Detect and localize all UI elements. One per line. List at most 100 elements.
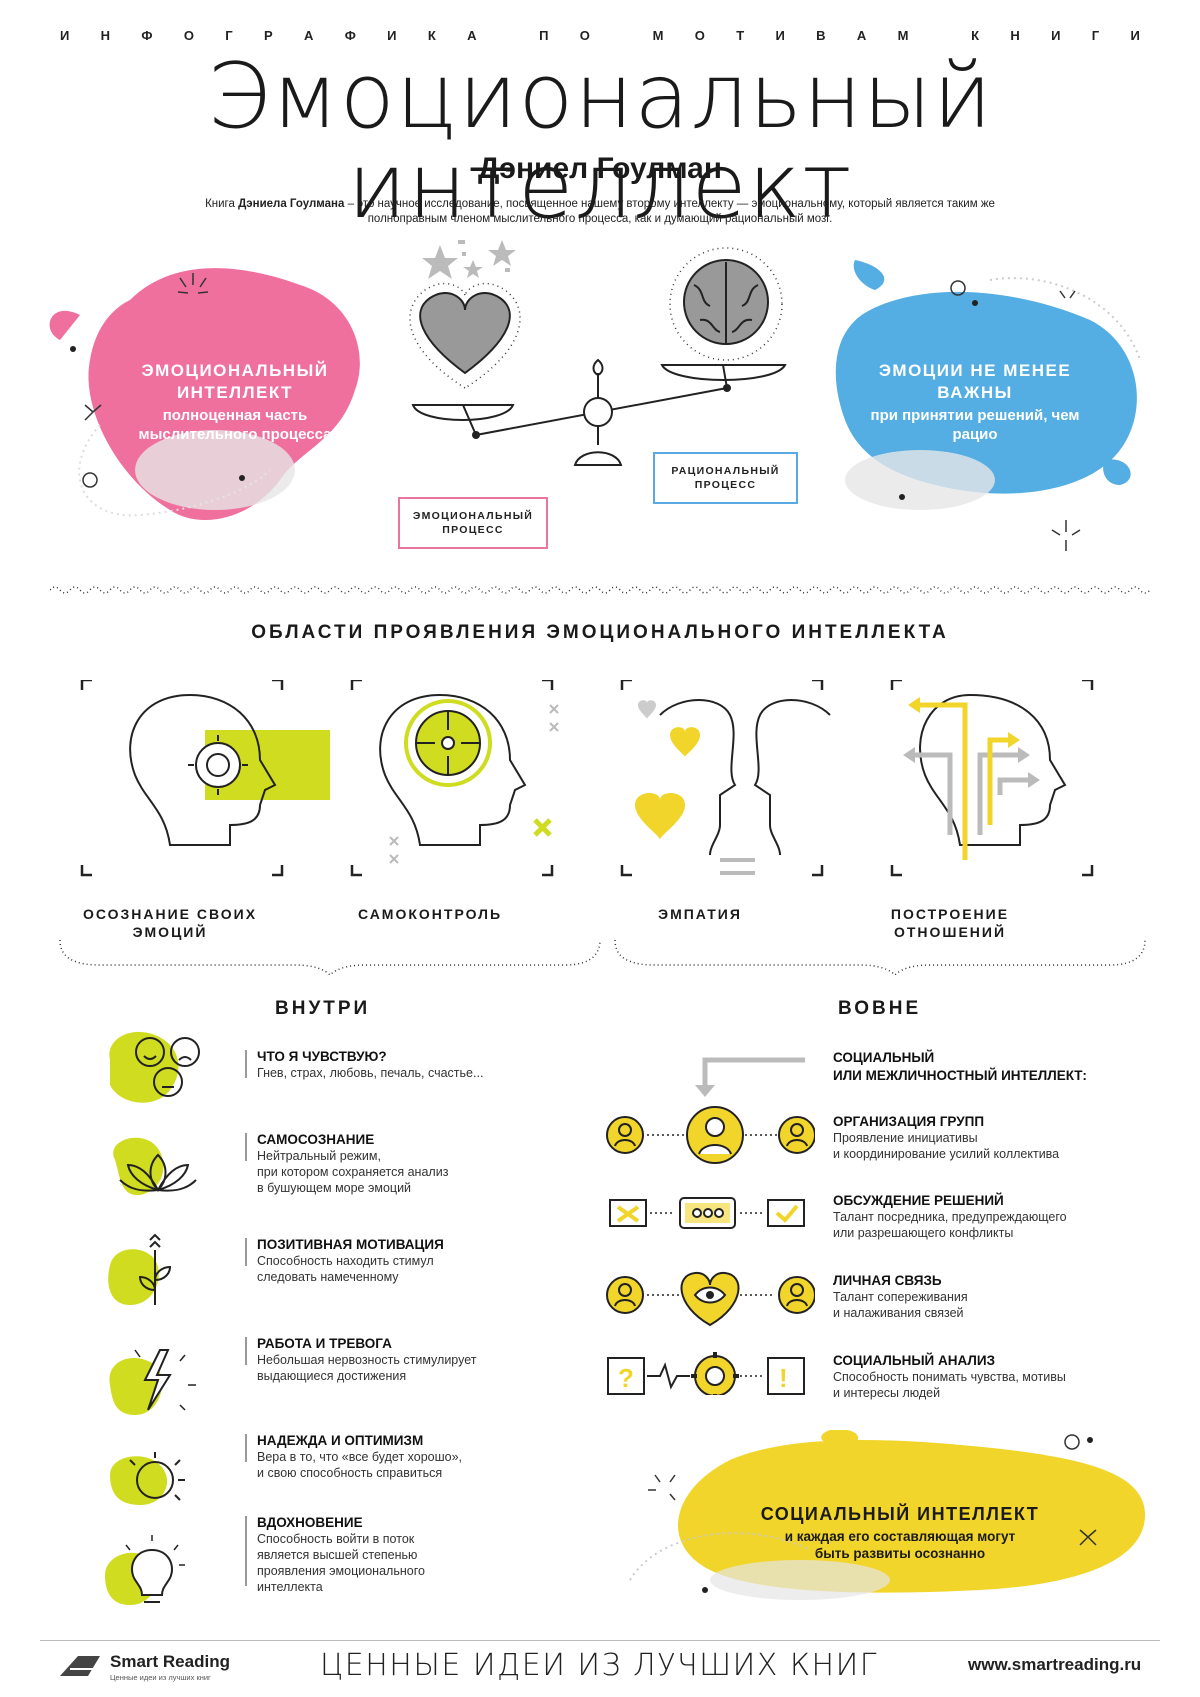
- inside-item-title: НАДЕЖДА И ОПТИМИЗМ: [257, 1433, 424, 1448]
- connection-icon: [606, 1271, 815, 1327]
- lightbulb-icon: [105, 1535, 185, 1605]
- summary-sub: и каждая его составляющая могут быть раз…: [784, 1529, 1016, 1561]
- outside-item: ОРГАНИЗАЦИЯ ГРУПП Проявление инициативы и…: [833, 1113, 1059, 1162]
- smart-reading-logo-icon[interactable]: [58, 1651, 103, 1681]
- kicker-letter: О: [579, 28, 590, 43]
- chat-icon: [609, 1197, 805, 1229]
- outside-item-desc: Способность понимать чувства, мотивы и и…: [833, 1370, 1066, 1400]
- kicker-letter: М: [652, 28, 664, 43]
- stars-icon: [422, 240, 516, 279]
- outside-item-desc: Талант посредника, предупреждающего или …: [833, 1210, 1067, 1240]
- lotus-icon: [113, 1137, 197, 1196]
- balance-illustration: [49, 240, 1141, 551]
- outside-item-title: ОРГАНИЗАЦИЯ ГРУПП: [833, 1114, 985, 1129]
- item-bar: [245, 1050, 247, 1078]
- kicker-letter: Г: [1091, 28, 1100, 43]
- inside-item-desc: Вера в то, что «все будет хорошо», и сво…: [257, 1450, 463, 1480]
- outside-item: ОБСУЖДЕНИЕ РЕШЕНИЙ Талант посредника, пре…: [833, 1192, 1067, 1241]
- outside-icons: ? !: [606, 1057, 815, 1395]
- outside-item-desc: Талант сопереживания и налаживания связе…: [833, 1290, 968, 1320]
- inside-item-desc: Способность находить стимул следовать на…: [257, 1254, 434, 1284]
- sprout-icon: [108, 1233, 172, 1305]
- item-bar: [245, 1516, 247, 1586]
- footer-brand[interactable]: Smart Reading: [110, 1652, 230, 1671]
- area-label-3: ПОСТРОЕНИЕ ОТНОШЕНИЙ: [890, 906, 1010, 940]
- kicker-letter: А: [467, 28, 477, 43]
- inside-item: РАБОТА И ТРЕВОГА Небольшая нервозность ст…: [245, 1335, 477, 1384]
- footer-slogan: ЦЕННЫЕ ИДЕИ ИЗ ЛУЧШИХ КНИГ: [320, 1648, 878, 1683]
- outside-item-desc: Проявление инициативы и координирование …: [833, 1131, 1060, 1161]
- item-bar: [245, 1337, 247, 1365]
- inside-icons: [105, 1031, 200, 1605]
- inside-item-desc: Небольшая нервозность стимулирует выдающ…: [257, 1353, 477, 1383]
- inside-item-title: ЧТО Я ЧУВСТВУЮ?: [257, 1049, 387, 1064]
- kicker-letter: Ф: [141, 28, 153, 43]
- item-bar: [245, 1238, 247, 1266]
- kicker-letter: Р: [263, 28, 273, 43]
- blue-blob: [835, 291, 1137, 494]
- emotional-process-tag: ЭМОЦИОНАЛЬНЫЙ ПРОЦЕСС: [398, 497, 548, 549]
- kicker-letter: А: [856, 28, 867, 43]
- kicker-letter: Ф: [344, 28, 356, 43]
- areas-icons: [80, 680, 1094, 877]
- inside-item-title: РАБОТА И ТРЕВОГА: [257, 1336, 392, 1351]
- footer-divider: [40, 1640, 1160, 1641]
- outside-intro: СОЦИАЛЬНЫЙ ИЛИ МЕЖЛИЧНОСТНЫЙ ИНТЕЛЛЕКТ:: [833, 1050, 1087, 1083]
- areas-title: ОБЛАСТИ ПРОЯВЛЕНИЯ ЭМОЦИОНАЛЬНОГО ИНТЕЛЛ…: [251, 622, 949, 643]
- summary-blob: [629, 1430, 1145, 1600]
- kicker-letter: И: [1051, 28, 1061, 43]
- author: Дэниел Гоулман: [478, 152, 722, 185]
- kicker-letter: К: [971, 28, 980, 43]
- kicker-letter: Г: [225, 28, 233, 43]
- head-arrows-icon: [903, 693, 1067, 860]
- kicker-letter: И: [775, 28, 785, 43]
- emotional-intellect-blob: ЭМОЦИОНАЛЬНЫЙ ИНТЕЛЛЕКТ полноценная част…: [138, 361, 332, 443]
- kicker-letter: А: [303, 28, 314, 43]
- area-label-2: ЭМПАТИЯ: [658, 906, 742, 922]
- inside-item: ПОЗИТИВНАЯ МОТИВАЦИЯ Способность находить…: [245, 1236, 444, 1285]
- group-icon: [606, 1106, 815, 1164]
- rational-process-tag: РАЦИОНАЛЬНЫЙ ПРОЦЕСС: [653, 452, 798, 504]
- inside-item-title: ВДОХНОВЕНИЕ: [257, 1515, 363, 1530]
- head-target-icon: [129, 693, 330, 846]
- inside-item-title: САМОСОЗНАНИЕ: [257, 1132, 375, 1147]
- two-heads-hearts-icon: [635, 699, 831, 875]
- item-bar: [245, 1434, 247, 1462]
- inside-item-desc: Нейтральный режим, при котором сохраняет…: [257, 1149, 449, 1195]
- head-focus-icon: [379, 693, 559, 864]
- footer-brand-sub: Ценные идеи из лучших книг: [110, 1673, 211, 1682]
- svg-text:?: ?: [618, 1363, 634, 1393]
- intro-text: Книга Дэниела Гоулмана – это научное исс…: [205, 198, 995, 225]
- sun-icon: [110, 1452, 185, 1505]
- inside-item: ЧТО Я ЧУВСТВУЮ? Гнев, страх, любовь, печа…: [245, 1048, 483, 1081]
- kicker-letter: П: [539, 28, 549, 43]
- summary-title: СОЦИАЛЬНЫЙ ИНТЕЛЛЕКТ: [760, 1504, 1040, 1524]
- kicker-letter: Н: [1010, 28, 1020, 43]
- brain-icon: [669, 247, 783, 361]
- outside-title: ВОВНЕ: [838, 998, 922, 1019]
- inside-item-title: ПОЗИТИВНАЯ МОТИВАЦИЯ: [257, 1237, 444, 1252]
- area-label-0: ОСОЗНАНИЕ СВОИХ ЭМОЦИЙ: [82, 906, 258, 940]
- kicker-letter: Н: [100, 28, 111, 43]
- kicker-letter: И: [1130, 28, 1140, 43]
- inside-item-desc: Способность войти в поток является высше…: [257, 1532, 425, 1594]
- item-bar: [245, 1133, 247, 1161]
- faces-icon: [109, 1031, 200, 1103]
- outside-item-title: ОБСУЖДЕНИЕ РЕШЕНИЙ: [833, 1193, 1004, 1208]
- outside-item-title: ЛИЧНАЯ СВЯЗЬ: [833, 1273, 942, 1288]
- footer-url[interactable]: www.smartreading.ru: [968, 1655, 1142, 1674]
- inside-item: НАДЕЖДА И ОПТИМИЗМ Вера в то, что «все бу…: [245, 1432, 462, 1481]
- inside-title: ВНУТРИ: [275, 998, 371, 1019]
- kicker-letter: И: [387, 28, 397, 43]
- kicker-letter: И: [60, 28, 70, 43]
- wave-divider: [50, 586, 1150, 594]
- kicker-letter: К: [427, 28, 436, 43]
- inside-item-desc: Гнев, страх, любовь, печаль, счастье...: [257, 1066, 484, 1080]
- group-braces: [59, 939, 1146, 975]
- kicker-letter: О: [694, 28, 705, 43]
- emotions-important-blob: ЭМОЦИИ НЕ МЕНЕЕ ВАЖНЫ при принятии решен…: [870, 361, 1080, 443]
- area-label-1: САМОКОНТРОЛЬ: [357, 906, 503, 922]
- page-title: Эмоциональный интеллект: [207, 44, 993, 239]
